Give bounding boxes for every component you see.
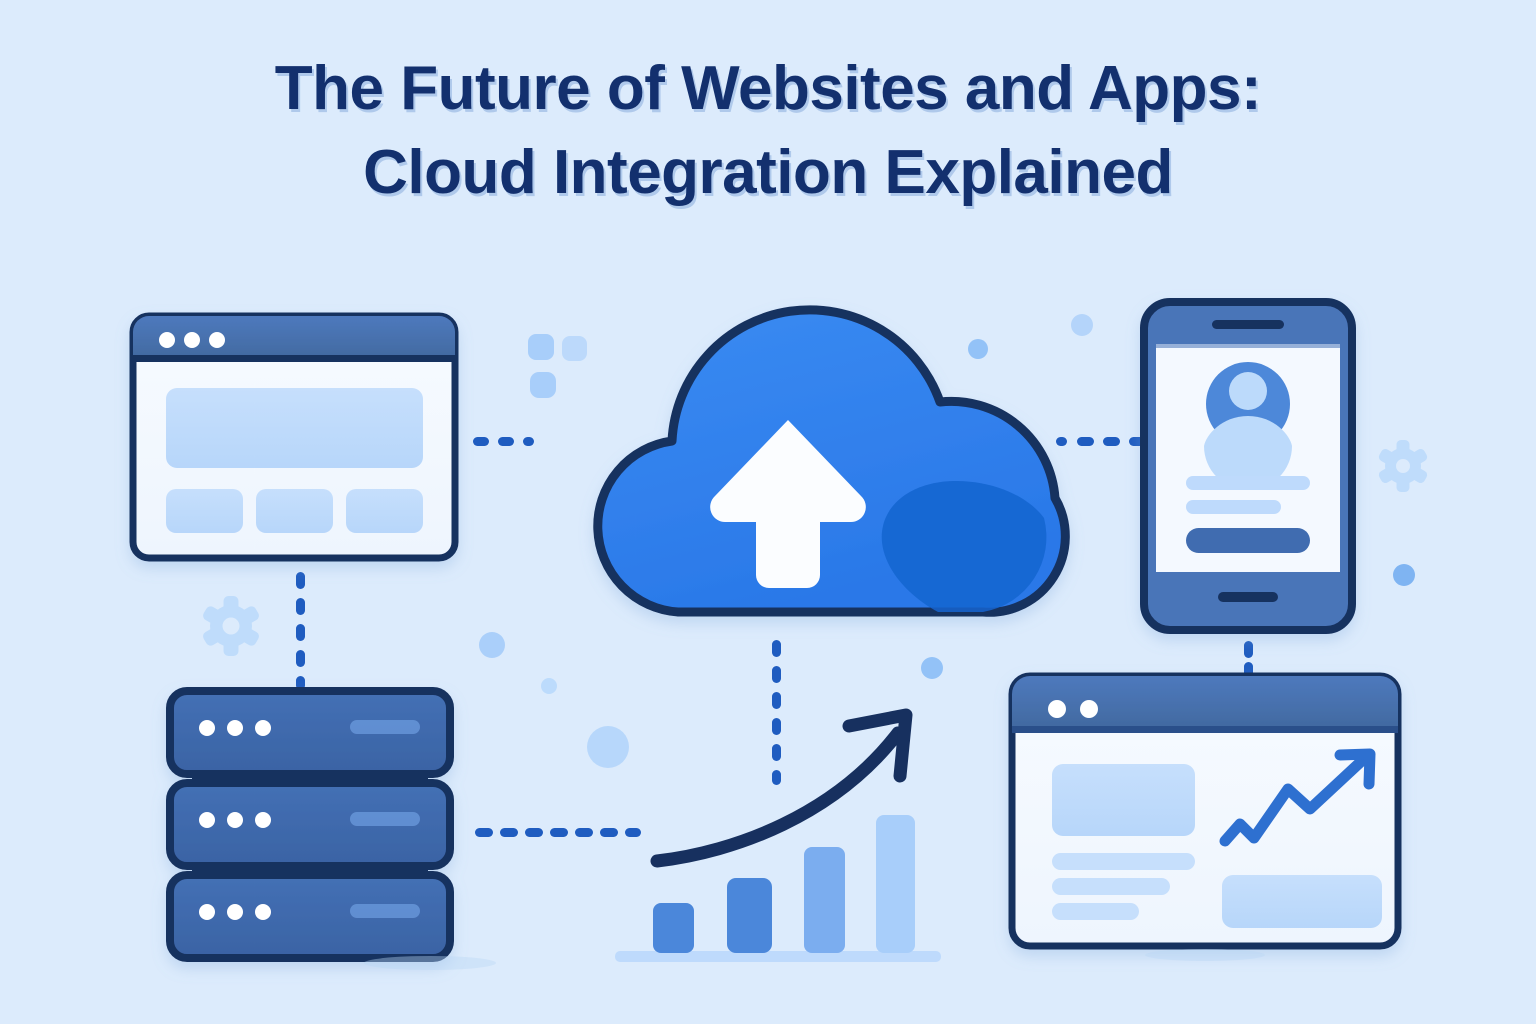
decor-dot-7 [541,678,557,694]
connector-browser-to-cloud [473,437,534,446]
phone-text-line-2 [1186,500,1281,514]
server-led [255,720,271,736]
chart-baseline [615,951,941,962]
decor-dot-10 [1393,564,1415,586]
chart-bars [653,815,915,953]
upload-arrow-icon [710,420,866,588]
gear-icon-right [1378,440,1428,492]
decor-rounded-square-3 [530,372,556,398]
avatar-body [1204,416,1292,491]
decor-dot-9 [921,657,943,679]
decor-rounded-square-2 [562,336,587,361]
phone-text-line-1 [1186,476,1310,490]
window-controls[interactable] [159,332,225,348]
server-led [255,812,271,828]
dashboard-wide-block [1222,875,1382,928]
server-stack[interactable] [166,687,454,962]
connector-server-to-chart [475,828,641,837]
primary-action-button[interactable] [1186,528,1310,553]
server-led [199,904,215,920]
home-indicator [1218,592,1278,602]
window-dot-2[interactable] [184,332,200,348]
chart-bar-1 [653,903,694,953]
dashboard-text-line-2 [1052,878,1170,895]
avatar-head [1229,372,1267,410]
window-dot-1[interactable] [1048,700,1066,718]
decor-dot-8 [587,726,629,768]
server-led [227,720,243,736]
phone-device[interactable] [1140,298,1356,634]
connector-cloud-to-chart [772,640,781,785]
ground-shadows [364,949,1265,970]
chart-bar-3 [804,847,845,953]
connector-browser-to-server [296,572,305,690]
growth-chart [615,708,941,962]
speaker-slot [1212,320,1284,329]
dashboard-text-line-3 [1052,903,1139,920]
upward-zigzag-trend [1219,748,1376,847]
content-hero-block [166,388,423,468]
decor-dot-6 [479,632,505,658]
server-led [227,812,243,828]
drive-slot [350,720,420,734]
server-unit-1[interactable] [166,687,454,778]
server-led [199,720,215,736]
server-led [199,812,215,828]
chart-bar-2 [727,878,772,953]
server-unit-3[interactable] [166,871,454,962]
gear-icon-left [203,596,259,656]
dashboard-window-controls[interactable] [1048,700,1098,718]
content-card-3 [346,489,423,533]
drive-slot [350,812,420,826]
window-dot-2[interactable] [1080,700,1098,718]
browser-window[interactable] [129,312,459,562]
server-led [255,904,271,920]
dashboard-window[interactable] [1008,672,1402,950]
chart-bar-4 [876,815,915,953]
drive-slot [350,904,420,918]
decor-dot-5 [1071,314,1093,336]
title-line-2: Cloud Integration Explained [363,138,1173,207]
cloud-shade [881,480,1047,612]
window-dot-1[interactable] [159,332,175,348]
decorative-dots [479,314,1415,768]
decor-dot-4 [968,339,988,359]
window-dot-3[interactable] [209,332,225,348]
dashboard-text-line-1 [1052,853,1195,870]
growth-arrow-icon [650,708,913,868]
connector-phone-to-dashboard [1244,641,1253,677]
cloud-upload-icon[interactable] [593,305,1070,617]
content-card-1 [166,489,243,533]
dashboard-hero-block [1052,764,1195,836]
content-card-2 [256,489,333,533]
server-unit-2[interactable] [166,779,454,870]
page-title: The Future of Websites and Apps: Cloud I… [0,58,1536,204]
title-line-1: The Future of Websites and Apps: [274,54,1262,123]
decor-rounded-square-1 [528,334,554,360]
server-led [227,904,243,920]
user-avatar [1204,362,1292,491]
connector-cloud-to-phone [1056,437,1146,446]
